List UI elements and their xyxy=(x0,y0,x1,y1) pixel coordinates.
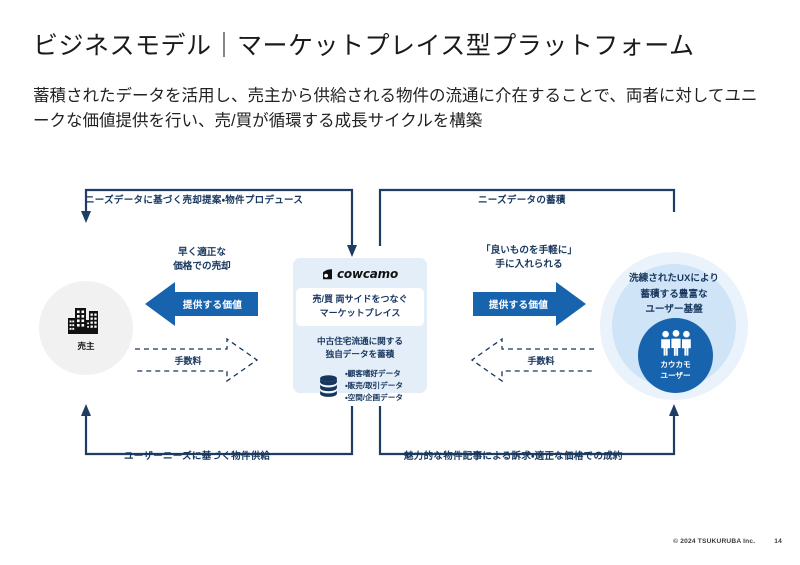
value-arrow-left-caption-line2: 価格での売却 xyxy=(173,260,231,272)
platform-subtext: 中古住宅流通に関する 独自データを蓄積 xyxy=(317,335,403,361)
users-node: 洗練されたUXにより 蓄積する豊富な ユーザー基盤 カウカモ xyxy=(600,252,748,400)
platform-data-list: 顧客嗜好データ 販売/取引データ 空間/企画データ xyxy=(345,368,403,405)
list-item: 販売/取引データ xyxy=(345,380,403,392)
page-number: 14 xyxy=(774,538,782,545)
fee-arrow-left: 手数料 xyxy=(135,337,259,383)
fee-arrow-right: 手数料 xyxy=(470,337,594,383)
platform-headline: 売/買 両サイドをつなぐ マーケットプレイス xyxy=(296,288,424,326)
fee-arrow-left-shape xyxy=(135,337,259,383)
connector-label-bottom-right: 魅力的な物件記事による訴求・適正な価格での成約 xyxy=(404,451,623,462)
database-icon xyxy=(319,375,338,398)
cowcamo-wordmark: cowcamo xyxy=(336,267,398,281)
users-caption: 洗練されたUXにより 蓄積する豊富な ユーザー基盤 xyxy=(600,271,748,318)
platform-subtext-line2: 独自データを蓄積 xyxy=(325,348,395,359)
value-arrow-right-caption: 「良いものを手軽に」 手に入れられる xyxy=(466,244,592,272)
platform-card: cowcamo 売/買 両サイドをつなぐ マーケットプレイス 中古住宅流通に関す… xyxy=(293,258,427,402)
users-caption-line2: 蓄積する豊富な xyxy=(640,288,708,300)
users-inner-circle: カウカモ ユーザー xyxy=(638,318,713,393)
list-item: 空間/企画データ xyxy=(345,392,403,404)
seller-label: 売主 xyxy=(77,340,95,351)
users-inner-label: カウカモ ユーザー xyxy=(660,360,690,381)
business-model-diagram: ニーズデータに基づく売却提案・物件プロデュース ニーズデータの蓄積 ユーザーニー… xyxy=(0,170,800,500)
list-item: 顧客嗜好データ xyxy=(345,368,403,380)
page-subtitle: 蓄積されたデータを活用し、売主から供給される物件の流通に介在することで、両者に対… xyxy=(33,87,758,130)
connector-wires xyxy=(81,188,679,456)
users-inner-label-line2: ユーザー xyxy=(660,370,691,380)
connector-label-bottom-left: ユーザーニーズに基づく物件供給 xyxy=(124,451,271,462)
value-arrow-left-shape xyxy=(145,282,258,326)
cowcamo-logo: cowcamo xyxy=(322,267,398,281)
page-title: ビジネスモデル｜マーケットプレイス型プラットフォーム xyxy=(33,32,695,60)
value-arrow-right-shape xyxy=(473,282,586,326)
value-arrow-right: 提供する価値 xyxy=(473,282,586,326)
value-arrow-right-caption-line2: 手に入れられる xyxy=(495,258,563,270)
users-caption-line3: ユーザー基盤 xyxy=(645,304,703,316)
value-arrow-left-caption: 早く適正な 価格での売却 xyxy=(147,246,257,274)
platform-headline-line2: マーケットプレイス xyxy=(319,307,401,318)
footer: © 2024 TSUKURUBA Inc. 14 xyxy=(673,538,782,545)
people-group-icon xyxy=(660,330,691,357)
platform-data-block: 顧客嗜好データ 販売/取引データ 空間/企画データ xyxy=(317,368,403,405)
cowcamo-house-mark-icon xyxy=(322,269,332,280)
users-inner-label-line1: カウカモ xyxy=(660,360,691,370)
platform-subtext-line1: 中古住宅流通に関する xyxy=(317,336,403,346)
seller-node: 売主 xyxy=(39,281,133,375)
users-caption-line1: 洗練されたUXにより xyxy=(629,273,719,284)
connector-label-top-right: ニーズデータの蓄積 xyxy=(478,195,566,206)
value-arrow-left-caption-line1: 早く適正な xyxy=(178,247,226,258)
platform-headline-line1: 売/買 両サイドをつなぐ xyxy=(312,294,408,304)
value-arrow-left: 提供する価値 xyxy=(145,282,258,326)
connector-label-top-left: ニーズデータに基づく売却提案・物件プロデュース xyxy=(85,195,304,206)
copyright-text: © 2024 TSUKURUBA Inc. xyxy=(673,538,756,545)
value-arrow-right-caption-line1: 「良いものを手軽に」 xyxy=(481,245,577,256)
fee-arrow-right-shape xyxy=(470,337,594,383)
buildings-icon xyxy=(68,307,98,334)
